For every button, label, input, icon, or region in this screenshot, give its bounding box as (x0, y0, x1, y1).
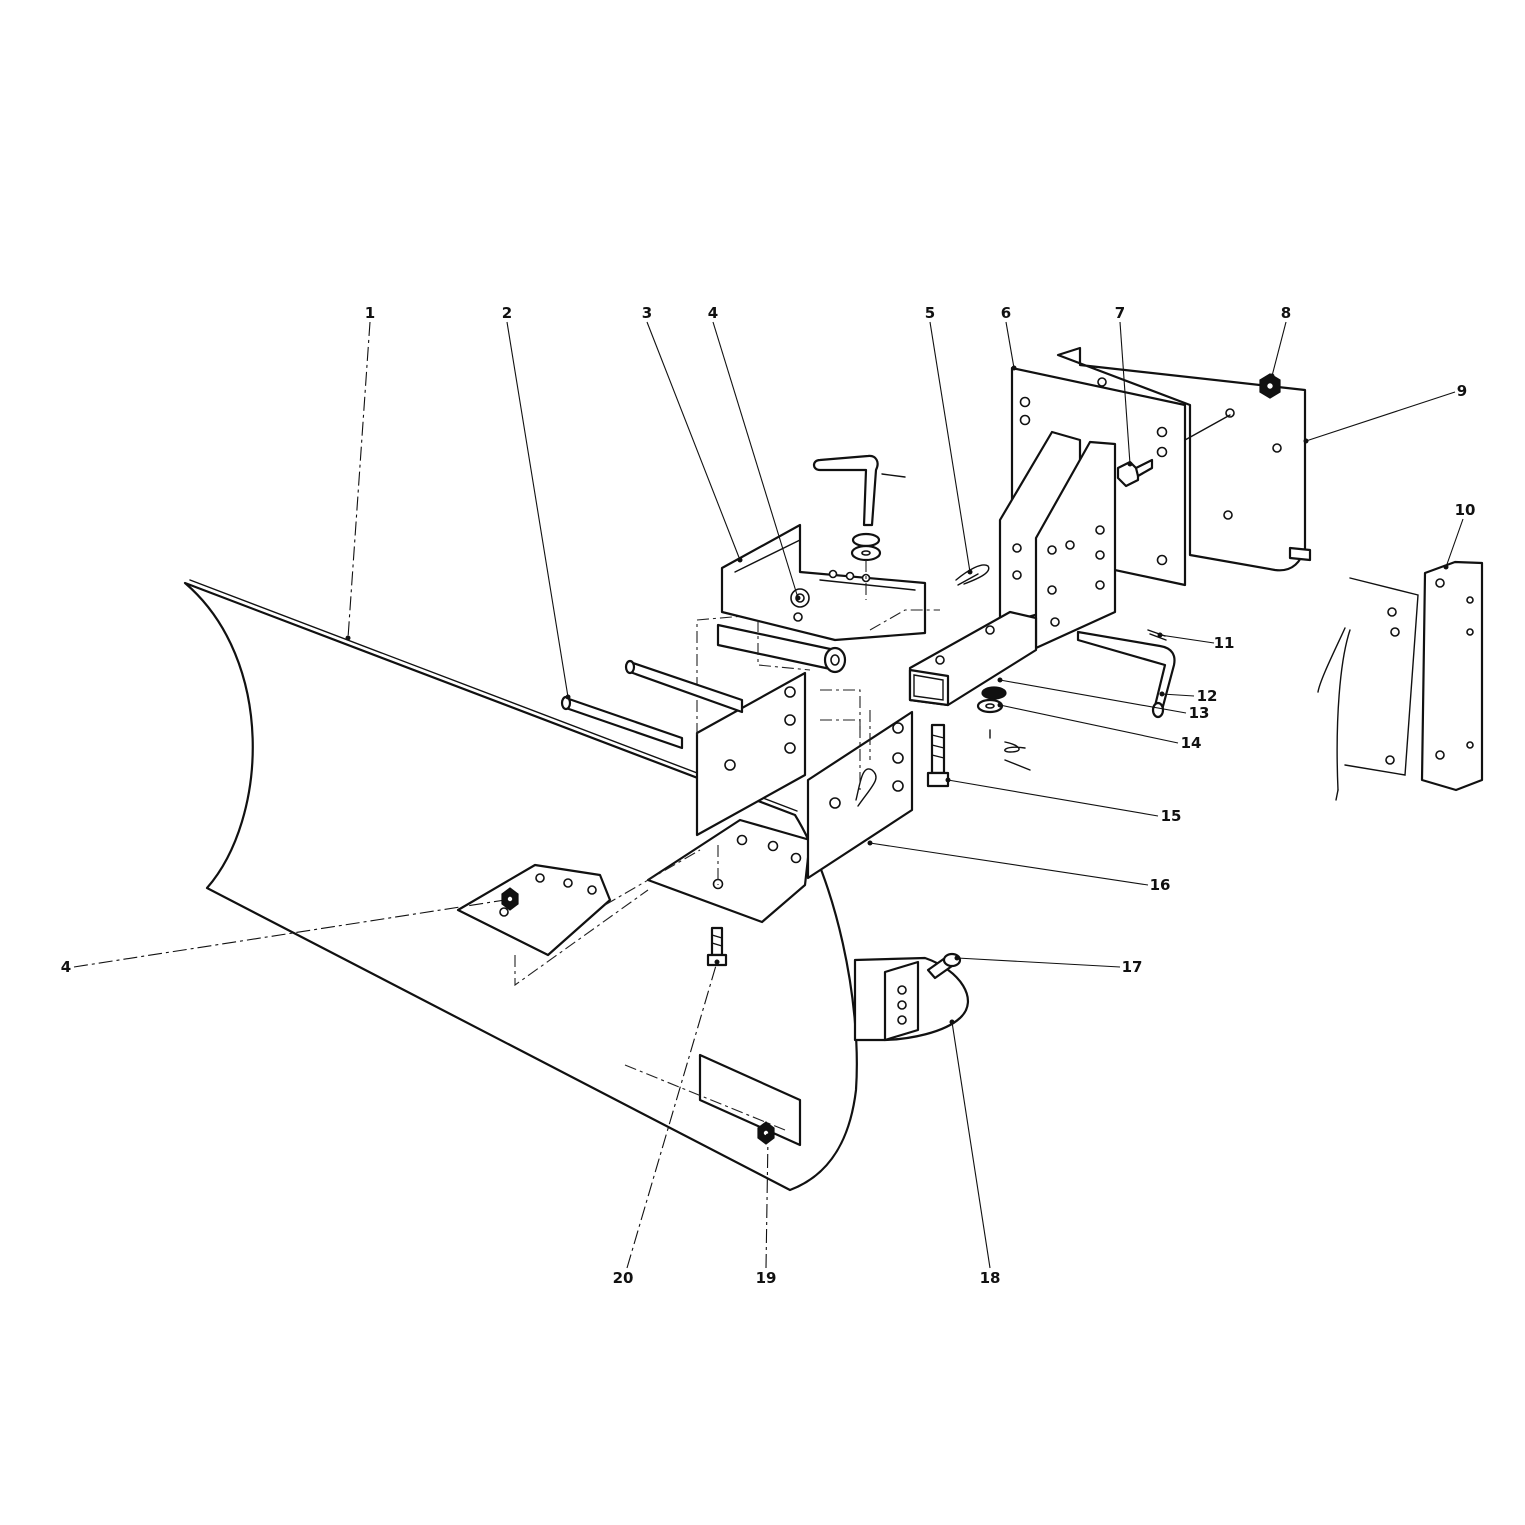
skid-shoe (853, 956, 969, 1042)
callout-5: 5 (925, 304, 935, 322)
callout-7: 7 (1115, 304, 1125, 322)
callout-13: 13 (1189, 704, 1210, 722)
callout-8: 8 (1281, 304, 1291, 322)
hitch-assembly (908, 430, 1117, 707)
top-l-pin (812, 454, 906, 600)
hairpin-clip-5 (955, 564, 990, 586)
callout-labels: 1 2 3 4 5 6 7 8 9 10 11 12 13 14 15 16 1… (61, 304, 1476, 1287)
nut-19 (757, 1121, 775, 1145)
callout-11: 11 (1214, 634, 1235, 652)
nut-8 (1259, 373, 1281, 399)
side-bracket (1317, 560, 1484, 801)
washers-13-14 (976, 686, 1031, 771)
callout-2: 2 (502, 304, 512, 322)
callout-1: 1 (365, 304, 375, 322)
angle-bracket (716, 523, 940, 730)
pivot-pin (560, 659, 744, 750)
blade-mount-plate (456, 818, 812, 987)
callout-9: 9 (1457, 382, 1467, 400)
pivot-bracket (695, 614, 914, 880)
callout-17: 17 (1122, 958, 1143, 976)
callout-20: 20 (613, 1269, 634, 1287)
callout-4-bottom: 4 (61, 958, 71, 976)
callout-6: 6 (1001, 304, 1011, 322)
bolt-15 (926, 723, 950, 788)
leader-lines (73, 321, 1464, 1269)
l-pin-12 (1076, 630, 1176, 719)
callout-18: 18 (980, 1269, 1001, 1287)
callout-4-top: 4 (708, 304, 718, 322)
callout-3: 3 (642, 304, 652, 322)
callout-12: 12 (1197, 687, 1218, 705)
callout-19: 19 (756, 1269, 777, 1287)
callout-10: 10 (1455, 501, 1476, 519)
callout-15: 15 (1161, 807, 1182, 825)
blade-lower-brace (624, 1053, 802, 1147)
callout-14: 14 (1181, 734, 1202, 752)
callout-16: 16 (1150, 876, 1171, 894)
